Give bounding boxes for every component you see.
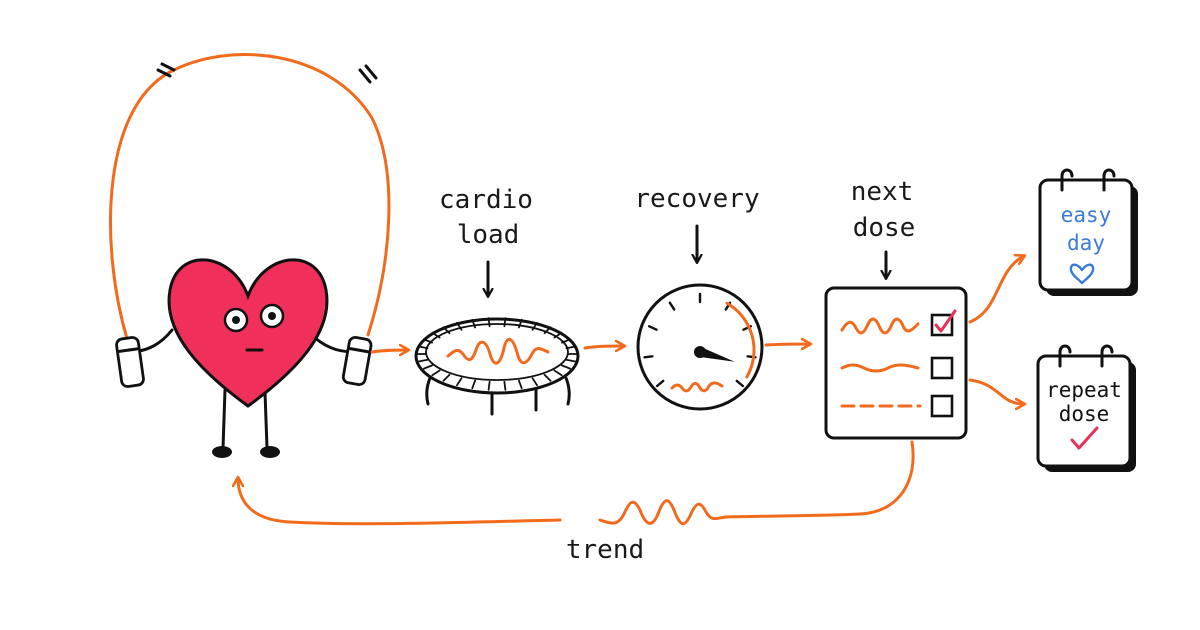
heart-pupil-right [268, 312, 276, 320]
gauge-tick [648, 325, 658, 331]
rope-handle-right [341, 336, 373, 387]
trampoline-spring [531, 377, 538, 387]
calendar-repeat-page [1036, 354, 1132, 468]
heart-character [132, 258, 358, 458]
check-icon [1070, 426, 1099, 450]
gauge-needle [698, 347, 735, 362]
trampoline-spring [431, 369, 441, 377]
trampoline-spring [471, 318, 477, 329]
arrow-checklist-to-repeat [968, 378, 1024, 404]
gauge-level-arc [725, 301, 756, 379]
gauge-tick [655, 379, 665, 388]
trampoline-spring [561, 338, 571, 344]
trampoline-spring [456, 321, 463, 331]
next-dose-checklist [824, 286, 968, 440]
calendar-easy-ring-left [1060, 168, 1074, 192]
heart-foot-right [260, 446, 280, 458]
trend-return-arrow [238, 478, 562, 526]
trampoline-spring [531, 321, 538, 331]
trampoline-spring [487, 380, 491, 391]
calendar-easy-ring-right [1102, 168, 1116, 192]
arrow-checklist-to-easy [968, 256, 1024, 324]
arrow-heart-to-trampoline [370, 350, 408, 352]
calendar-easy-day: easy day [1038, 168, 1138, 296]
gauge-tick [735, 379, 745, 388]
calendar-easy-page [1038, 178, 1134, 292]
trampoline-spring [422, 364, 434, 370]
recovery-gauge [636, 283, 764, 411]
trampoline-spring [422, 338, 434, 344]
heart-foot-left [212, 446, 232, 458]
trampoline-spring [561, 364, 571, 370]
calendar-repeat-ring-right [1100, 344, 1114, 368]
motion-tick-right [358, 64, 378, 84]
calendar-easy-line2: day [1067, 231, 1105, 255]
gauge-hub [694, 346, 706, 358]
heart-leg-left [221, 388, 227, 450]
heart-icon [1069, 263, 1095, 285]
trampoline-spring [553, 331, 563, 339]
gauge-tick [643, 355, 654, 359]
trampoline-spring [442, 373, 451, 382]
label-recovery: recovery [634, 184, 759, 214]
trampoline-spring [565, 358, 577, 363]
trampoline-load-wave [446, 337, 550, 365]
trampoline-spring [487, 317, 491, 328]
jump-rope [109, 53, 391, 344]
trampoline-spring [503, 380, 507, 391]
calendar-repeat-line2: dose [1059, 402, 1110, 426]
trampoline-spring [518, 318, 523, 329]
label-dose: dose [853, 213, 916, 243]
trampoline-leg-right [564, 376, 571, 406]
heart-body [167, 258, 329, 408]
trampoline-springs [416, 317, 578, 391]
label-trend: trend [566, 535, 644, 565]
label-next: next [851, 177, 914, 207]
arrow-trampoline-to-gauge [583, 346, 624, 348]
trend-feedback-loop [724, 440, 915, 519]
trampoline-mat [425, 323, 569, 381]
trampoline-spring [431, 331, 441, 339]
rope-handle-left [115, 336, 145, 388]
heart-pupil-left [232, 316, 240, 324]
heart-leg-right [263, 390, 269, 450]
trampoline-spring [553, 369, 563, 377]
trampoline-spring [503, 317, 507, 328]
trampoline-spring [565, 345, 577, 350]
trampoline-spring [543, 326, 552, 335]
label-cardio: cardio [439, 185, 533, 215]
trampoline-spring [442, 326, 451, 335]
trampoline-spring [417, 358, 429, 363]
gauge-wave [670, 381, 724, 393]
motion-tick-left [156, 62, 176, 78]
checklist-row-2-checkbox [930, 356, 954, 380]
checklist-row-1-line [840, 317, 920, 335]
trampoline-leg-left [425, 376, 432, 406]
calendar-repeat-dose: repeat dose [1036, 344, 1136, 472]
label-load: load [457, 220, 520, 250]
trampoline-frame [414, 317, 580, 395]
arrow-gauge-to-checklist [764, 344, 810, 345]
trampoline-spring [471, 379, 477, 390]
check-icon [934, 309, 957, 333]
checklist-row-3-checkbox [930, 394, 954, 418]
calendar-repeat-ring-left [1058, 344, 1072, 368]
checklist-row-2-line [840, 363, 920, 373]
gauge-tick [668, 301, 676, 311]
trampoline-spring [456, 377, 463, 387]
calendar-easy-line1: easy [1061, 203, 1112, 227]
calendar-repeat-line1: repeat [1046, 378, 1122, 402]
trampoline-spring [543, 373, 552, 382]
trampoline-spring [417, 345, 429, 350]
trend-wave [598, 499, 728, 526]
trampoline-spring [518, 379, 523, 390]
trampoline [414, 317, 580, 416]
